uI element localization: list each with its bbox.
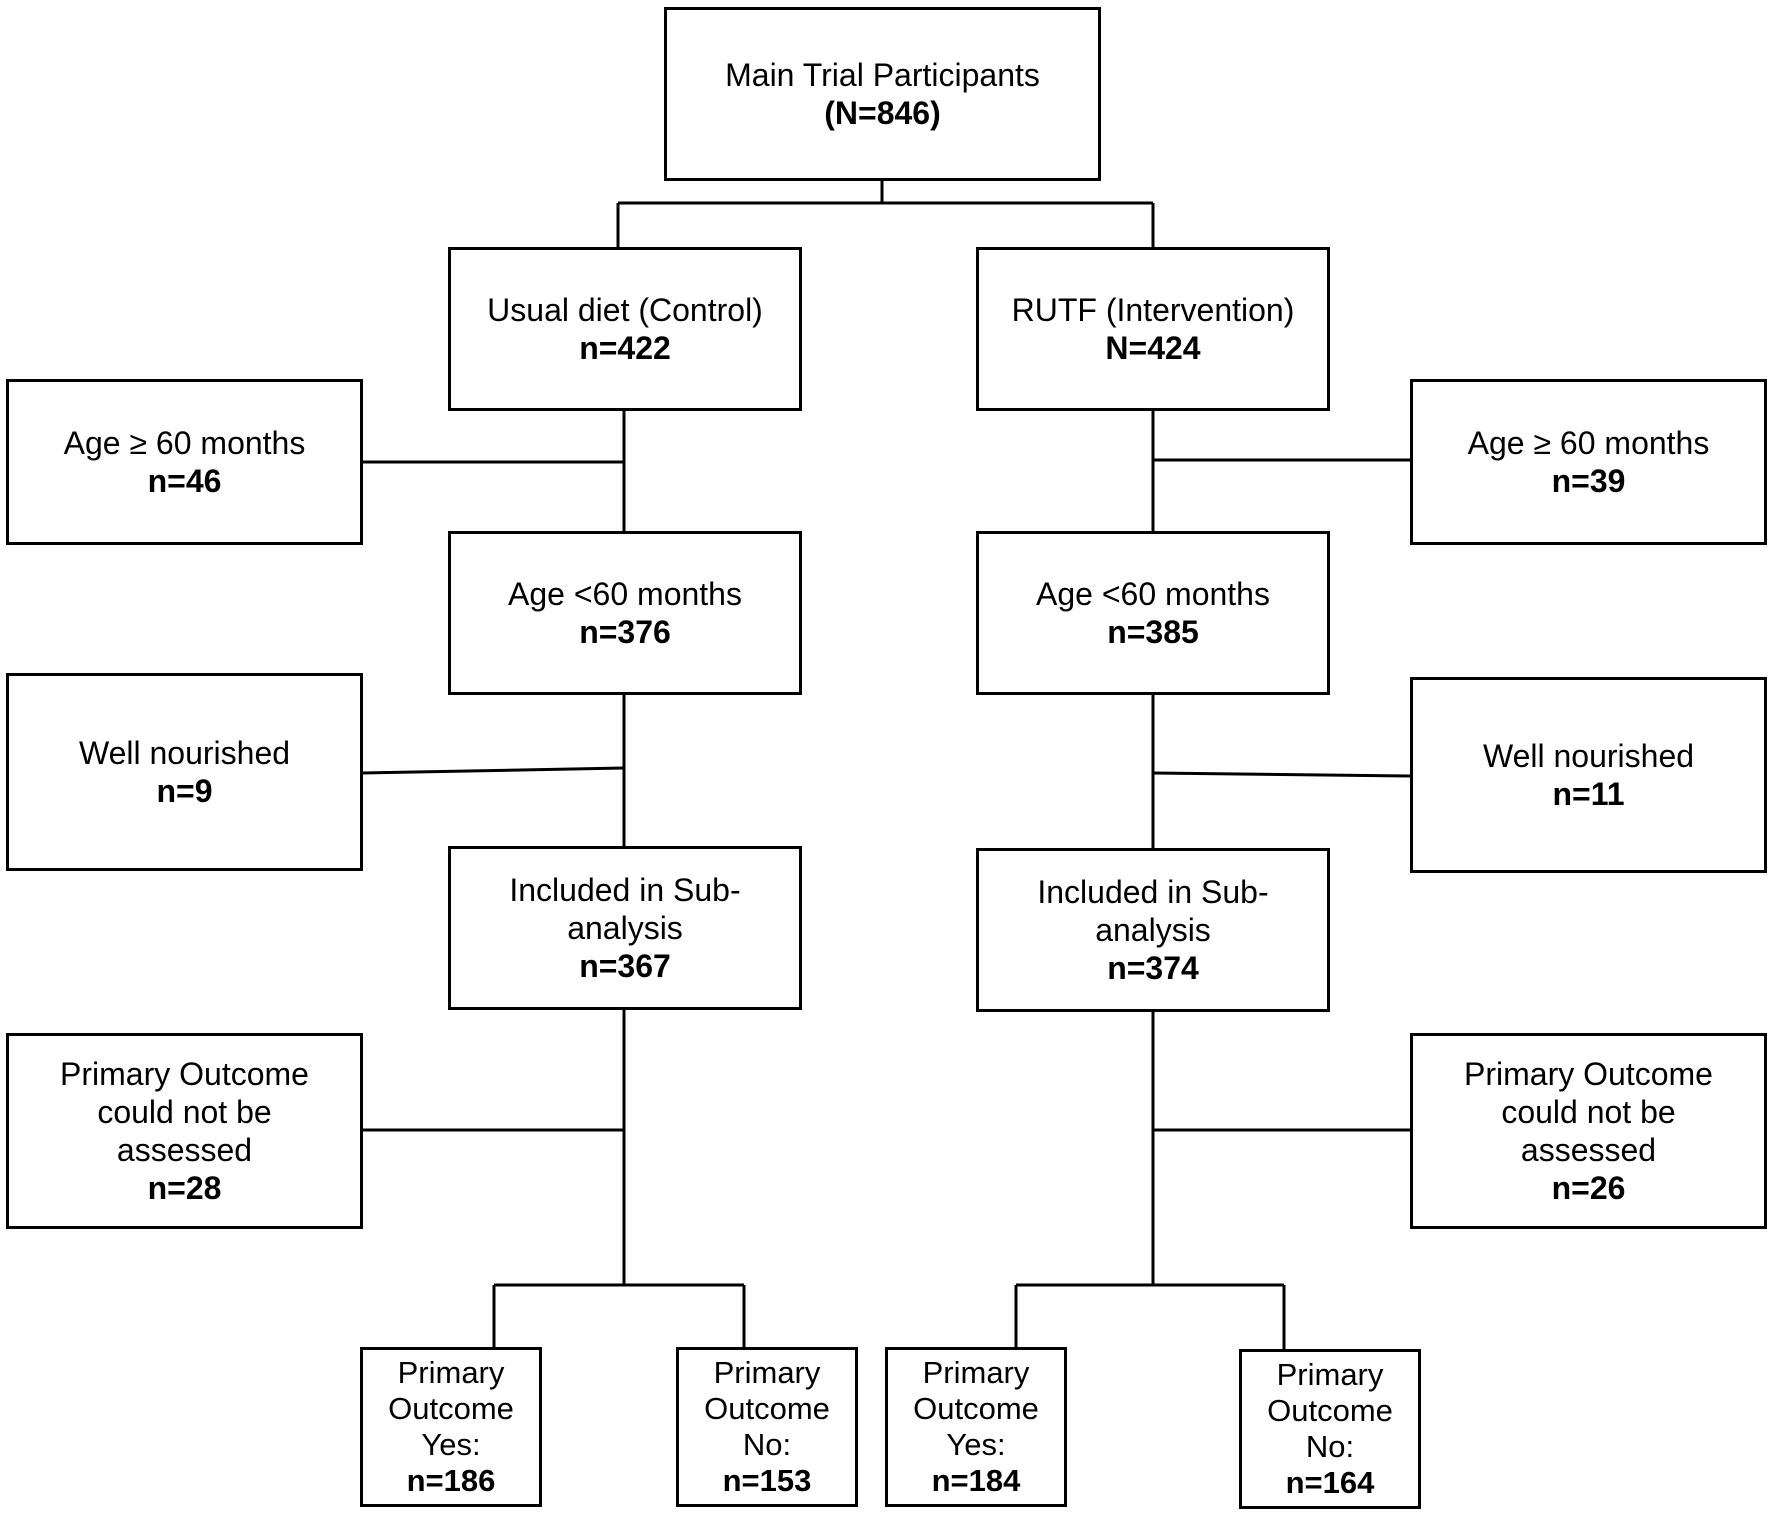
control-age-under-60-count: n=376 [579, 614, 671, 650]
intervention-not-assessed-label: Primary Outcome could not be assessed [1464, 1056, 1713, 1168]
intervention-outcome-no-count: n=164 [1285, 1465, 1375, 1500]
intervention-arm-label: RUTF (Intervention) [1011, 292, 1295, 328]
control-arm-count: n=422 [579, 330, 671, 366]
intervention-included-box: Included in Sub- analysis n=374 [976, 848, 1330, 1012]
intervention-outcome-no-box: Primary Outcome No: n=164 [1239, 1349, 1421, 1509]
control-age-over-60-box: Age ≥ 60 months n=46 [6, 379, 363, 545]
intervention-not-assessed-count: n=26 [1551, 1170, 1626, 1206]
intervention-age-under-60-label: Age <60 months [1036, 576, 1270, 612]
control-outcome-no-count: n=153 [722, 1463, 812, 1498]
control-included-count: n=367 [579, 948, 671, 984]
control-outcome-yes-label: Primary Outcome Yes: [388, 1355, 514, 1462]
intervention-age-over-60-label: Age ≥ 60 months [1467, 425, 1710, 461]
control-outcome-no-box: Primary Outcome No: n=153 [676, 1347, 858, 1507]
control-not-assessed-label: Primary Outcome could not be assessed [60, 1056, 309, 1168]
intervention-well-nourished-box: Well nourished n=11 [1410, 677, 1767, 873]
intervention-outcome-yes-count: n=184 [931, 1463, 1021, 1498]
intervention-arm-box: RUTF (Intervention) N=424 [976, 247, 1330, 411]
intervention-age-over-60-count: n=39 [1551, 463, 1626, 499]
control-not-assessed-count: n=28 [147, 1170, 222, 1206]
intervention-age-under-60-box: Age <60 months n=385 [976, 531, 1330, 695]
intervention-outcome-yes-label: Primary Outcome Yes: [913, 1355, 1039, 1462]
main-trial-box: Main Trial Participants (N=846) [664, 7, 1101, 181]
control-age-under-60-label: Age <60 months [508, 576, 742, 612]
intervention-included-label: Included in Sub- analysis [1037, 874, 1269, 948]
intervention-age-over-60-box: Age ≥ 60 months n=39 [1410, 379, 1767, 545]
intervention-well-nourished-count: n=11 [1552, 776, 1625, 812]
intervention-well-nourished-label: Well nourished [1482, 738, 1695, 774]
intervention-included-count: n=374 [1107, 950, 1199, 986]
control-not-assessed-box: Primary Outcome could not be assessed n=… [6, 1033, 363, 1229]
main-trial-count: (N=846) [824, 95, 941, 131]
control-well-nourished-label: Well nourished [78, 735, 291, 771]
main-trial-label: Main Trial Participants [725, 57, 1040, 93]
intervention-outcome-no-label: Primary Outcome No: [1267, 1357, 1393, 1464]
control-age-under-60-box: Age <60 months n=376 [448, 531, 802, 695]
control-arm-box: Usual diet (Control) n=422 [448, 247, 802, 411]
control-well-nourished-count: n=9 [156, 773, 213, 809]
control-age-over-60-count: n=46 [147, 463, 222, 499]
connector-intervention-well [1152, 771, 1411, 778]
intervention-age-under-60-count: n=385 [1107, 614, 1199, 650]
connector-control-well [362, 766, 625, 775]
intervention-outcome-yes-box: Primary Outcome Yes: n=184 [885, 1347, 1067, 1507]
control-outcome-yes-count: n=186 [406, 1463, 496, 1498]
control-outcome-yes-box: Primary Outcome Yes: n=186 [360, 1347, 542, 1507]
intervention-arm-count: N=424 [1105, 330, 1201, 366]
control-well-nourished-box: Well nourished n=9 [6, 673, 363, 871]
control-outcome-no-label: Primary Outcome No: [704, 1355, 830, 1462]
control-included-box: Included in Sub- analysis n=367 [448, 846, 802, 1010]
control-arm-label: Usual diet (Control) [487, 292, 763, 328]
control-age-over-60-label: Age ≥ 60 months [63, 425, 306, 461]
intervention-not-assessed-box: Primary Outcome could not be assessed n=… [1410, 1033, 1767, 1229]
control-included-label: Included in Sub- analysis [509, 872, 741, 946]
